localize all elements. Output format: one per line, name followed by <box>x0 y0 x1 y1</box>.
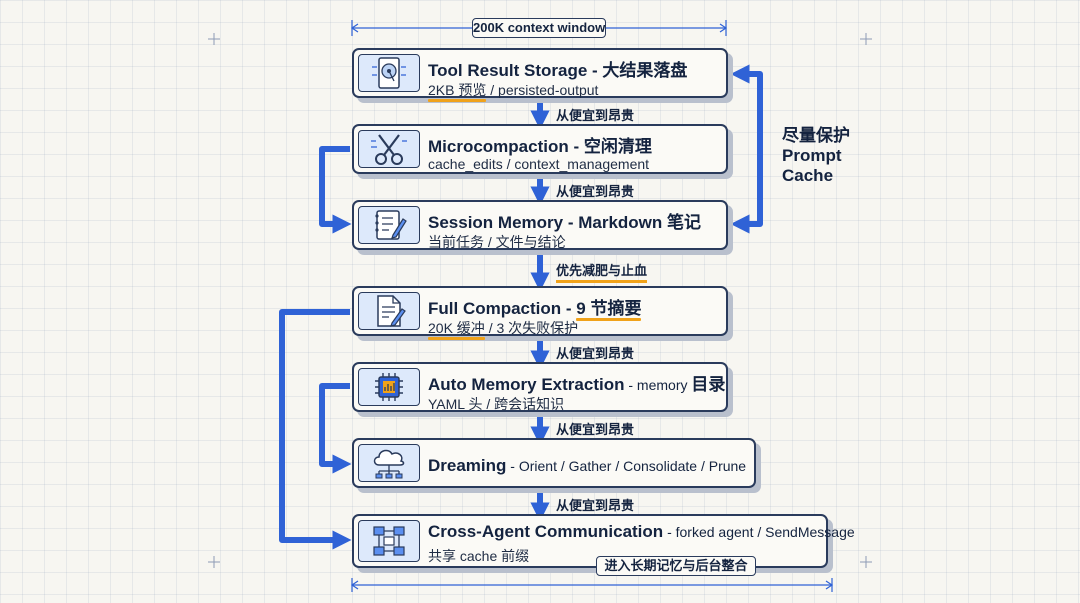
bottom-dimension <box>350 578 834 592</box>
cloud-network-icon <box>358 444 420 482</box>
step-label: 从便宜到昂贵 <box>556 422 635 437</box>
document-pen-icon <box>358 292 420 330</box>
card-microcompaction: Microcompaction - 空闲清理 cache_edits / con… <box>352 124 728 174</box>
step-label: 从便宜到昂贵 <box>556 498 635 513</box>
scissors-icon <box>358 130 420 168</box>
step-label: 从便宜到昂贵 <box>556 108 635 123</box>
card-title: Auto Memory Extraction - memory 目录 <box>428 375 726 394</box>
card-title: Microcompaction - 空闲清理 <box>428 137 652 156</box>
card-title: Cross-Agent Communication - forked agent… <box>428 522 855 541</box>
context-window-label: 200K context window <box>472 18 606 38</box>
card-subtitle: 当前任务 / 文件与结论 <box>428 234 566 250</box>
context-window-dimension <box>350 20 728 36</box>
prompt-cache-note: 尽量保护 Prompt Cache <box>782 126 850 185</box>
card-subtitle: 20K 缓冲 / 3 次失败保护 <box>428 320 579 340</box>
card-title: Tool Result Storage - 大结果落盘 <box>428 61 688 80</box>
card-title: Session Memory - Markdown 笔记 <box>428 213 701 232</box>
card-title: Full Compaction - 9 节摘要 <box>428 294 642 321</box>
middle-label: 优先减肥与止血 <box>556 260 648 283</box>
card-auto-memory-extraction: Auto Memory Extraction - memory 目录 YAML … <box>352 362 728 412</box>
card-subtitle: 共享 cache 前缀 <box>428 548 530 564</box>
card-subtitle: cache_edits / context_management <box>428 156 650 172</box>
card-cross-agent-communication: Cross-Agent Communication - forked agent… <box>352 514 855 568</box>
card-title: Dreaming - Orient / Gather / Consolidate… <box>428 456 747 475</box>
card-tool-result-storage: Tool Result Storage - 大结果落盘 2KB 预览 / per… <box>352 48 728 102</box>
card-dreaming: Dreaming - Orient / Gather / Consolidate… <box>352 438 756 488</box>
card-full-compaction: Full Compaction - 9 节摘要 20K 缓冲 / 3 次失败保护 <box>352 286 728 340</box>
chip-icon <box>358 368 420 406</box>
hard-drive-icon <box>358 54 420 92</box>
step-label: 从便宜到昂贵 <box>556 184 635 199</box>
notepad-pen-icon <box>358 206 420 244</box>
card-session-memory: Session Memory - Markdown 笔记 当前任务 / 文件与结… <box>352 200 728 250</box>
card-subtitle: 2KB 预览 / persisted-output <box>428 82 599 102</box>
long-term-memory-label: 进入长期记忆与后台整合 <box>596 556 756 576</box>
agent-network-icon <box>358 520 420 562</box>
step-label: 从便宜到昂贵 <box>556 346 635 361</box>
card-subtitle: YAML 头 / 跨会话知识 <box>428 396 565 412</box>
